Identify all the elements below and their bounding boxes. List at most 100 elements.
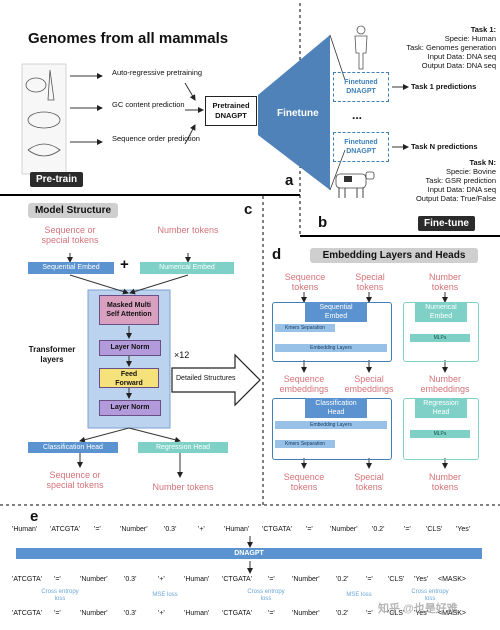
cow-figure	[330, 168, 375, 200]
task1-info: Task 1: Specie: Human Task: Genomes gene…	[378, 25, 496, 70]
output-token: 'Yes'	[414, 576, 429, 583]
cow-icon	[335, 171, 375, 198]
panel-c-title: Model Structure	[28, 203, 118, 218]
human-icon	[354, 25, 368, 70]
d-embedding-layers-1: Embedding Layers	[275, 344, 387, 352]
plus-sign: +	[120, 256, 129, 273]
transformer-layers-label: Transformer layers	[28, 345, 76, 364]
output-token: 'Number'	[80, 576, 108, 583]
input-token: '='	[404, 526, 411, 533]
classification-head: Classification Head	[28, 442, 118, 453]
input-seq-tokens: Sequence or special tokens	[41, 225, 99, 245]
target-token: 'ATCGTA'	[12, 610, 43, 617]
pretrained-dnagpt-box: Pretrained DNAGPT	[205, 96, 257, 126]
output-token: '='	[268, 576, 275, 583]
d-mlps-1: MLPs	[410, 334, 470, 342]
input-token: 'Number'	[330, 526, 358, 533]
target-token: 'CTGATA'	[222, 610, 253, 617]
detailed-structures-label: Detailed Structures	[176, 375, 236, 382]
mammal-illustrations	[20, 60, 68, 180]
target-token: 'Human'	[184, 610, 210, 617]
target-token: '='	[268, 610, 275, 617]
d-number-embeddings: Number embeddings	[420, 374, 470, 394]
target-token: '='	[366, 610, 373, 617]
masked-attention-box: Masked Multi Self Attention	[99, 295, 159, 325]
panel-d-letter: d	[272, 246, 282, 263]
task-autoregressive: Auto-regressive pretraining	[112, 68, 203, 77]
input-token: 'CLS'	[426, 526, 443, 533]
loss-label: Cross entropy loss	[247, 589, 285, 602]
d-kmers-separation-1: Kmers Separation	[275, 324, 335, 332]
d-regression-head: Regression Head	[415, 398, 467, 418]
taskn-line: Specie: Bovine	[445, 167, 496, 176]
d-kmers-separation-2: Kmers Separation	[275, 440, 335, 448]
numerical-embed: Numerical Embed	[140, 262, 234, 274]
input-token: '0.3'	[164, 526, 177, 533]
regression-head: Regression Head	[138, 442, 228, 453]
input-token: '='	[306, 526, 313, 533]
target-token: '0.2'	[336, 610, 349, 617]
input-token: 'Number'	[120, 526, 148, 533]
d-in-seq-tokens: Sequence tokens	[284, 272, 326, 292]
layer-norm-2: Layer Norm	[99, 400, 161, 416]
finetune-label: Finetune	[277, 108, 319, 119]
output-seq-tokens: Sequence or special tokens	[46, 470, 104, 490]
output-token: 'CTGATA'	[222, 576, 253, 583]
input-token: 'ATCGTA'	[50, 526, 81, 533]
taskn-line: Task: GSR prediction	[425, 176, 496, 185]
ellipsis: ...	[352, 108, 363, 122]
output-number-tokens: Number tokens	[152, 482, 214, 492]
input-token: 'CTGATA'	[262, 526, 293, 533]
panel-a-letter: a	[285, 172, 294, 189]
input-token: 'Human'	[224, 526, 250, 533]
input-number-tokens: Number tokens	[157, 225, 219, 235]
task1-line: Task: Genomes generation	[406, 43, 496, 52]
input-token: '+'	[198, 526, 205, 533]
d-numerical-embed: Numerical Embed	[415, 302, 467, 322]
loss-label: Cross entropy loss	[411, 589, 449, 602]
task1-predictions: Task 1 predictions	[411, 82, 477, 91]
output-token: 'Number'	[292, 576, 320, 583]
output-token: '='	[366, 576, 373, 583]
output-token: 'Human'	[184, 576, 210, 583]
pretrain-badge: Pre-train	[30, 172, 84, 187]
taskn-line: Output Data: True/False	[415, 194, 496, 203]
finetuned-dnagpt-n: Finetuned DNAGPT	[333, 132, 389, 162]
output-token: 'ATCGTA'	[12, 576, 43, 583]
panel-a-title: Genomes from all mammals	[28, 30, 229, 47]
task1-line: Input Data: DNA seq	[427, 52, 496, 61]
panel-e-letter: e	[30, 508, 39, 525]
d-special-embeddings: Special embeddings	[344, 374, 394, 394]
target-token: 'CLS'	[388, 610, 405, 617]
task1-line: Output Data: DNA seq	[421, 61, 496, 70]
d-out-special-tokens: Special tokens	[354, 472, 384, 492]
d-classification-head: Classification Head	[305, 398, 367, 418]
watermark: 知乎 @也是好难	[378, 603, 458, 615]
d-out-number-tokens: Number tokens	[428, 472, 461, 492]
finetune-shape	[258, 35, 330, 190]
panel-c-letter: c	[244, 201, 253, 218]
target-token: '+'	[158, 610, 165, 617]
task-sequence-order: Sequence order prediction	[112, 134, 200, 143]
d-sequential-embed: Sequential Embed	[305, 302, 367, 322]
taskn-title: Task N:	[469, 158, 496, 167]
loss-label: Cross entropy loss	[41, 589, 79, 602]
mammal-sketch-icon	[21, 63, 67, 175]
output-token: '0.2'	[336, 576, 349, 583]
taskn-info: Task N: Specie: Bovine Task: GSR predict…	[380, 158, 496, 203]
layer-norm-1: Layer Norm	[99, 340, 161, 356]
d-out-seq-tokens: Sequence tokens	[283, 472, 325, 492]
d-seq-embeddings: Sequence embeddings	[279, 374, 329, 394]
panel-d-title: Embedding Layers and Heads	[310, 248, 478, 263]
target-token: <MASK>	[438, 610, 467, 617]
loss-label: MSE loss	[346, 592, 372, 598]
target-token: '0.3'	[124, 610, 137, 617]
feed-forward-box: Feed Forward	[99, 368, 159, 388]
repeat-count: ×12	[174, 350, 190, 360]
dnagpt-bar: DNAGPT	[16, 548, 482, 559]
input-token: 'Yes'	[456, 526, 471, 533]
d-mlps-2: MLPs	[410, 430, 470, 438]
output-token: '='	[54, 576, 61, 583]
target-token: 'Yes'	[414, 610, 429, 617]
taskn-line: Input Data: DNA seq	[427, 185, 496, 194]
